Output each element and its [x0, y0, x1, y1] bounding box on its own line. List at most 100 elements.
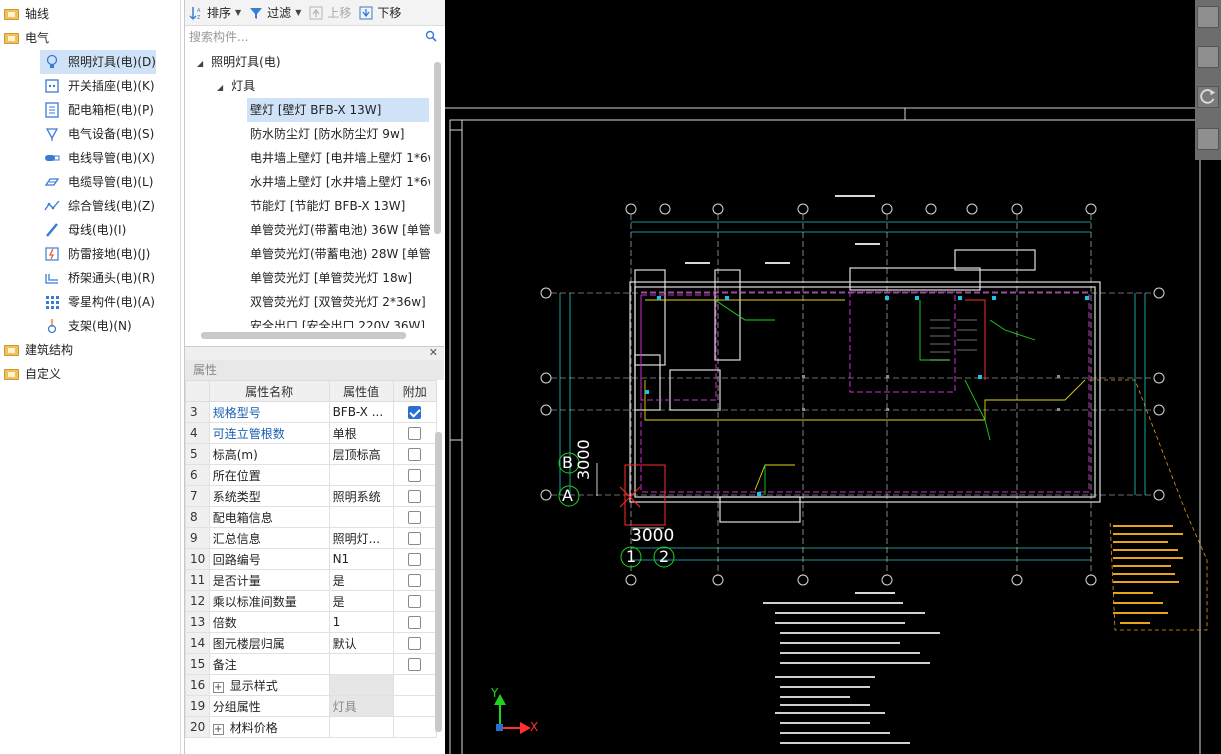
- tree-item-switch[interactable]: 开关插座(电)(K): [44, 74, 155, 98]
- extra-checkbox[interactable]: [407, 637, 421, 650]
- wire-conduit-icon: [44, 150, 60, 166]
- expand-arrow-icon[interactable]: ◢: [197, 59, 204, 68]
- extra-checkbox[interactable]: [407, 406, 421, 419]
- view-box-icon[interactable]: [1197, 46, 1219, 68]
- property-value[interactable]: BFB-X ...: [328, 401, 394, 423]
- property-value[interactable]: 1: [328, 611, 394, 633]
- property-value[interactable]: 灯具: [328, 695, 394, 717]
- view-grid-icon[interactable]: [1197, 128, 1219, 150]
- properties-scrollbar[interactable]: [435, 432, 442, 732]
- list-item[interactable]: 壁灯 [壁灯 BFB-X 13W]: [247, 98, 429, 122]
- tree-item-integrated[interactable]: 综合管线(电)(Z): [44, 194, 155, 218]
- list-item[interactable]: 安全出口 [安全出口 220V 36W]: [250, 319, 426, 328]
- property-value[interactable]: [328, 674, 394, 696]
- extra-checkbox[interactable]: [407, 469, 421, 482]
- floor-plan-drawing: [445, 107, 1221, 754]
- list-vertical-scrollbar[interactable]: [434, 62, 441, 234]
- folder-icon: [4, 344, 19, 356]
- tree-item-lightning[interactable]: 防雷接地(电)(J): [44, 242, 150, 266]
- property-value[interactable]: 照明系统: [328, 485, 394, 507]
- tree-item-custom[interactable]: 自定义: [4, 362, 61, 386]
- property-index: 6: [185, 464, 210, 486]
- tree-item-distribution[interactable]: 配电箱柜(电)(P): [44, 98, 154, 122]
- property-row[interactable]: 16+显示样式: [185, 674, 438, 696]
- property-name: 系统类型: [208, 485, 330, 507]
- extra-checkbox[interactable]: [407, 532, 421, 545]
- tree-item-tray[interactable]: 桥架通头(电)(R): [44, 266, 155, 290]
- property-value[interactable]: 默认: [328, 632, 394, 654]
- property-value[interactable]: N1: [328, 548, 394, 570]
- extra-checkbox[interactable]: [407, 490, 421, 503]
- extra-checkbox[interactable]: [407, 448, 421, 461]
- expand-arrow-icon[interactable]: ◢: [217, 83, 224, 92]
- search-input[interactable]: [185, 26, 445, 48]
- tree-item-structure[interactable]: 建筑结构: [4, 338, 73, 362]
- property-value[interactable]: 是: [328, 569, 394, 591]
- tree-item-device[interactable]: 电气设备(电)(S): [44, 122, 154, 146]
- cad-drawing-canvas[interactable]: B A 3000 3000 1 2 Y X: [445, 0, 1221, 754]
- expand-plus-icon[interactable]: +: [212, 723, 224, 735]
- search-icon[interactable]: [425, 30, 437, 42]
- tree-item-wire[interactable]: 电线导管(电)(X): [44, 146, 155, 170]
- list-item[interactable]: 防水防尘灯 [防水防尘灯 9w]: [250, 127, 405, 141]
- extra-checkbox[interactable]: [407, 553, 421, 566]
- property-value[interactable]: 照明灯...: [328, 527, 394, 549]
- tree-item-cable[interactable]: 电缆导管(电)(L): [44, 170, 153, 194]
- move-down-button[interactable]: 下移: [359, 4, 401, 21]
- tree-item-misc[interactable]: 零星构件(电)(A): [44, 290, 155, 314]
- orbit-icon[interactable]: [1197, 86, 1219, 108]
- tree-item-axis[interactable]: 轴线: [4, 2, 49, 26]
- tree-item-busbar[interactable]: 母线(电)(I): [44, 218, 126, 242]
- extra-checkbox[interactable]: [407, 574, 421, 587]
- close-icon[interactable]: ✕: [428, 346, 438, 359]
- move-up-button[interactable]: 上移: [309, 4, 351, 21]
- properties-tab[interactable]: 属性: [185, 360, 444, 380]
- extra-checkbox[interactable]: [407, 427, 421, 440]
- tree-item-label: 照明灯具(电)(D): [68, 55, 156, 69]
- axis-y-label: Y: [491, 686, 499, 700]
- tree-item-lighting[interactable]: 照明灯具(电)(D): [40, 50, 156, 74]
- list-horizontal-scrollbar[interactable]: [201, 332, 406, 339]
- list-item[interactable]: 水井墙上壁灯 [水井墙上壁灯 1*6w: [250, 175, 430, 189]
- list-item[interactable]: 节能灯 [节能灯 BFB-X 13W]: [250, 199, 406, 213]
- property-value[interactable]: 层顶标高: [328, 443, 394, 465]
- list-item[interactable]: 单管荧光灯(带蓄电池) 36W [单管: [250, 223, 430, 237]
- expand-plus-icon[interactable]: +: [212, 681, 224, 693]
- view-cube-icon[interactable]: [1197, 6, 1219, 28]
- property-value[interactable]: [328, 716, 394, 738]
- property-value[interactable]: [328, 464, 394, 486]
- extra-checkbox[interactable]: [407, 616, 421, 629]
- list-item[interactable]: 单管荧光灯(带蓄电池) 28W [单管: [250, 247, 430, 261]
- property-value[interactable]: 是: [328, 590, 394, 612]
- property-value[interactable]: [328, 506, 394, 528]
- list-item[interactable]: 双管荧光灯 [双管荧光灯 2*36w]: [250, 295, 426, 309]
- tree-item-electrical[interactable]: 电气: [4, 26, 49, 50]
- list-root[interactable]: ◢照明灯具(电): [197, 50, 281, 74]
- property-row[interactable]: 20+材料价格: [185, 716, 438, 738]
- tree-item-bracket[interactable]: 支架(电)(N): [44, 314, 132, 338]
- property-value[interactable]: 单根: [328, 422, 394, 444]
- filter-button[interactable]: 过滤 ▼: [249, 4, 301, 21]
- extra-checkbox[interactable]: [407, 658, 421, 671]
- list-item[interactable]: 电井墙上壁灯 [电井墙上壁灯 1*6w: [250, 151, 430, 165]
- list-item[interactable]: 单管荧光灯 [单管荧光灯 18w]: [250, 271, 413, 285]
- extra-checkbox[interactable]: [407, 595, 421, 608]
- property-value[interactable]: [328, 653, 394, 675]
- extra-checkbox[interactable]: [407, 511, 421, 524]
- list-group[interactable]: ◢灯具: [217, 74, 255, 98]
